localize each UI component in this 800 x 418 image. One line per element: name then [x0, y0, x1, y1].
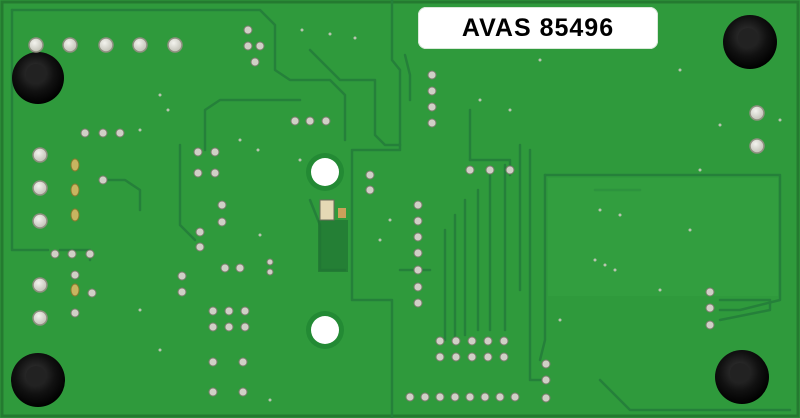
product-label: AVAS 85496 — [418, 7, 658, 49]
smd-component — [338, 208, 346, 218]
copper-pour — [548, 178, 778, 296]
copper-traces — [10, 0, 792, 418]
gold-vias — [70, 158, 80, 297]
product-label-text: AVAS 85496 — [461, 13, 615, 42]
copper-pour — [318, 220, 348, 272]
small-pads — [50, 25, 715, 403]
solder-pads — [28, 37, 765, 326]
rubber-feet — [11, 15, 777, 407]
smd-component — [319, 199, 335, 221]
mounting-holes — [306, 153, 344, 349]
tiny-vias — [138, 28, 782, 402]
